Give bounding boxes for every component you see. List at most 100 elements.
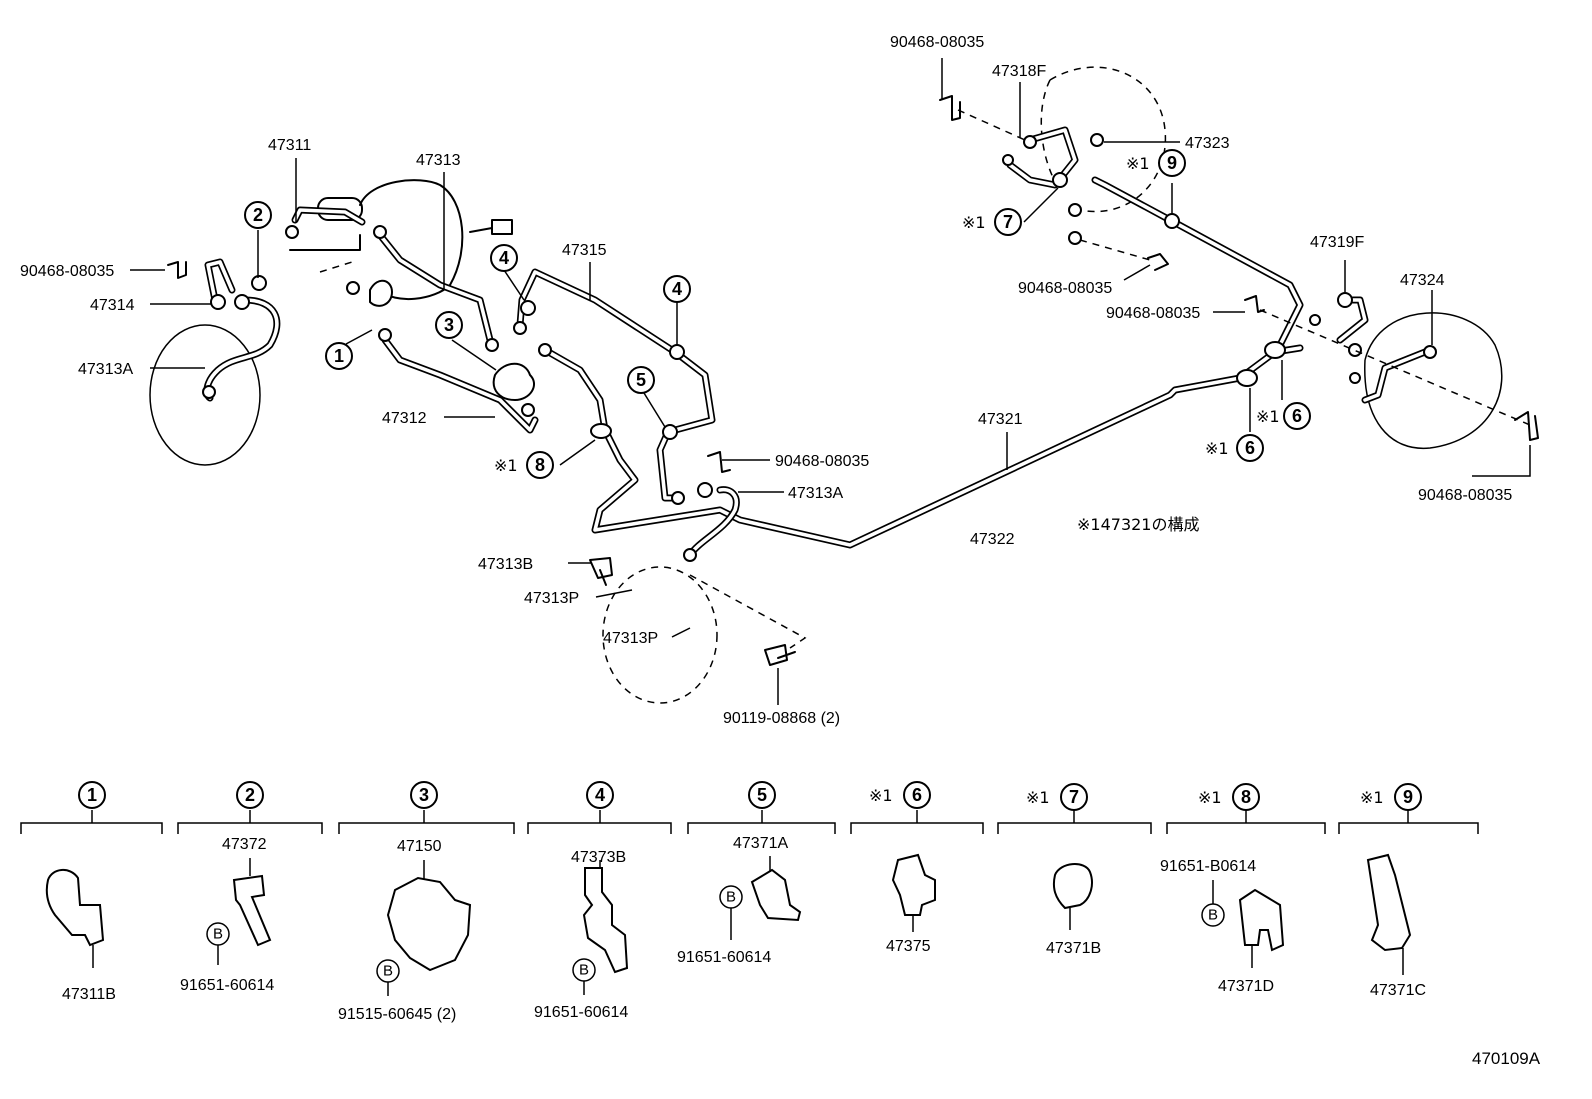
callout-2-number: 2: [253, 205, 263, 225]
diagram-code: 470109A: [1472, 1049, 1541, 1068]
detail-7-number: 7: [1069, 787, 1079, 807]
detail-label-47311B: 47311B: [62, 986, 116, 1003]
detail-label-47371B: 47371B: [1046, 940, 1101, 957]
detail-label-47371D: 47371D: [1218, 978, 1274, 995]
label-47323: 47323: [1185, 135, 1230, 152]
label-47313P-2: 47313P: [603, 630, 658, 647]
clamp-markers: [251, 172, 1286, 440]
detail-4-number: 4: [595, 785, 605, 805]
label-47313A-left: 47313A: [78, 361, 133, 378]
label-47313: 47313: [416, 152, 461, 169]
label-90119: 90119-08868 (2): [723, 710, 840, 727]
detail-label-91651-5: 91651-60614: [677, 949, 771, 966]
bolt-marker-4: B: [579, 962, 589, 979]
callout-1-number: 1: [334, 346, 344, 366]
composition-note: ※147321の構成: [1077, 515, 1200, 534]
bolt-marker-2: B: [213, 926, 223, 943]
callout-4a-number: 4: [499, 248, 509, 268]
detail-6-number: 6: [912, 785, 922, 805]
label-47312: 47312: [382, 410, 427, 427]
part-47150-drawing: [386, 876, 472, 972]
detail-label-91651-B0614: 91651-B0614: [1160, 858, 1256, 875]
label-47314: 47314: [90, 297, 135, 314]
detail-7-mark: ※1: [1026, 788, 1050, 807]
label-90468-rmid: 90468-08035: [1018, 280, 1112, 297]
detail-panels: 1 2 3 4 5 ※1 6 ※1 7 ※1 8 ※1 9 B B B: [20, 781, 1479, 1023]
detail-label-91651-2: 91651-60614: [180, 977, 274, 994]
callout-7-mark: ※1: [962, 213, 986, 232]
assembly-drawing: 1 2 3 4 4 5 ※1 6 ※1 6 ※1 7 ※1 8 ※1 9 473…: [20, 34, 1539, 727]
label-47321: 47321: [978, 411, 1023, 428]
label-47315: 47315: [562, 242, 607, 259]
label-47313B: 47313B: [478, 556, 533, 573]
three-way-joint: [492, 362, 535, 402]
detail-leaders: [92, 856, 1404, 996]
label-47311: 47311: [268, 137, 311, 154]
callout-6a-mark: ※1: [1256, 407, 1280, 426]
detail-1-number: 1: [87, 785, 97, 805]
detail-label-47150: 47150: [397, 838, 442, 855]
part-47371D-drawing: [1238, 888, 1285, 952]
detail-label-47373B: 47373B: [571, 849, 626, 866]
bolt-marker-3: B: [383, 963, 393, 980]
detail-9-mark: ※1: [1360, 788, 1384, 807]
label-90468-top: 90468-08035: [890, 34, 984, 51]
detail-label-47371C: 47371C: [1370, 982, 1426, 999]
callout-3-number: 3: [444, 315, 454, 335]
rear-right-brake-drum: [1364, 312, 1503, 450]
label-47322: 47322: [970, 531, 1015, 548]
bolt-marker-5: B: [726, 889, 736, 906]
label-90468-right: 90468-08035: [1418, 487, 1512, 504]
callout-6b-mark: ※1: [1205, 439, 1229, 458]
part-47371B-drawing: [1052, 863, 1093, 910]
detail-9-number: 9: [1403, 787, 1413, 807]
part-47311B-drawing: [45, 869, 105, 947]
brake-booster: [289, 179, 513, 301]
label-90468-mid: 90468-08035: [775, 453, 869, 470]
detail-brackets: [20, 810, 1479, 834]
part-47375-drawing: [891, 853, 936, 916]
detail-label-47371A: 47371A: [733, 835, 788, 852]
detail-label-91651-4: 91651-60614: [534, 1004, 628, 1021]
callout-4b-number: 4: [672, 279, 682, 299]
callout-5-number: 5: [636, 370, 646, 390]
part-47372-drawing: [232, 874, 272, 947]
leader-lines: [130, 58, 1531, 705]
front-left-brake-disc: [149, 324, 261, 466]
master-cylinder-joint: [369, 279, 394, 307]
front-right-brake-disc: [602, 566, 718, 704]
callout-8-number: 8: [535, 455, 545, 475]
bolt-icons: [589, 557, 796, 666]
callout-8-mark: ※1: [494, 456, 518, 475]
callout-9-mark: ※1: [1126, 154, 1150, 173]
callout-7-number: 7: [1003, 212, 1013, 232]
pipe-fittings: [202, 133, 1437, 562]
detail-2-number: 2: [245, 785, 255, 805]
detail-5-number: 5: [757, 785, 767, 805]
part-47373B-drawing: [582, 867, 629, 974]
label-90468-left: 90468-08035: [20, 263, 114, 280]
label-90468-rlow: 90468-08035: [1106, 305, 1200, 322]
label-47324: 47324: [1400, 272, 1445, 289]
label-47313A-mid: 47313A: [788, 485, 843, 502]
callout-6a-number: 6: [1292, 406, 1302, 426]
label-47318F: 47318F: [992, 63, 1046, 80]
callout-6b-number: 6: [1245, 438, 1255, 458]
detail-3-number: 3: [419, 785, 429, 805]
detail-label-47375: 47375: [886, 938, 931, 955]
part-47371A-drawing: [750, 868, 802, 922]
callout-circles: [244, 149, 1311, 479]
label-47319F: 47319F: [1310, 234, 1364, 251]
detail-label-91515: 91515-60645 (2): [338, 1006, 456, 1023]
dashed-guides: [319, 109, 1531, 649]
part-47371C-drawing: [1366, 853, 1412, 952]
detail-8-number: 8: [1241, 787, 1251, 807]
detail-6-mark: ※1: [869, 786, 893, 805]
detail-header-circles: [78, 781, 1422, 811]
label-47313P-1: 47313P: [524, 590, 579, 607]
callout-9-number: 9: [1167, 153, 1177, 173]
bolt-marker-8: B: [1208, 907, 1218, 924]
detail-8-mark: ※1: [1198, 788, 1222, 807]
detail-label-47372: 47372: [222, 836, 267, 853]
